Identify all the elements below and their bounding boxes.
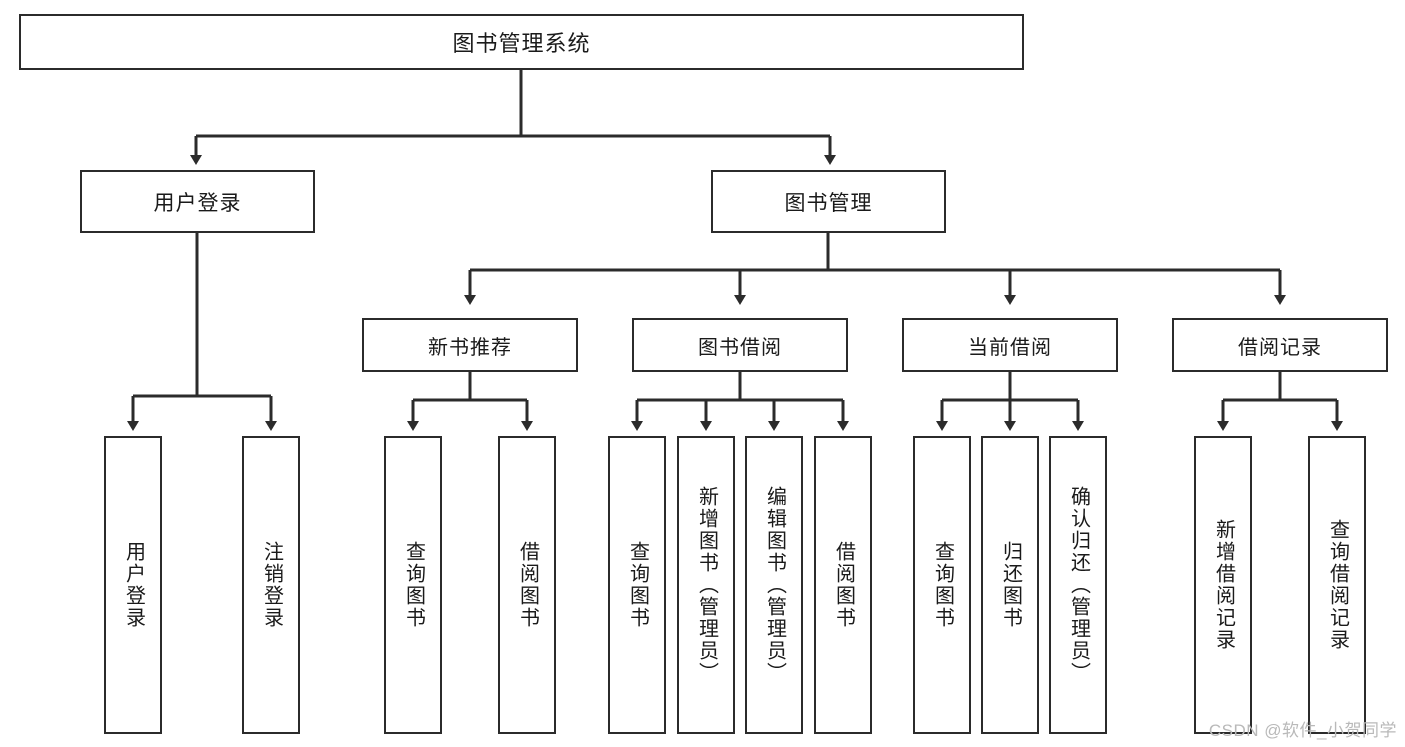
node-leaf-edit-book[interactable]: 编辑图书（管理员） [745, 436, 803, 734]
node-label: 图书管理 [784, 191, 873, 215]
node-label: 图书借阅 [698, 336, 782, 359]
node-label: 确认归还（管理员） [1067, 486, 1090, 684]
node-leaf-confirm-return[interactable]: 确认归还（管理员） [1049, 436, 1107, 734]
node-label: 查询图书 [402, 541, 425, 629]
node-label: 归还图书 [999, 541, 1022, 629]
node-label: 新增借阅记录 [1212, 519, 1235, 651]
node-label: 查询图书 [931, 541, 954, 629]
node-book-management-system[interactable]: 图书管理系统 [19, 14, 1024, 70]
node-label: 编辑图书（管理员） [763, 486, 786, 684]
node-borrow-record[interactable]: 借阅记录 [1172, 318, 1388, 372]
node-leaf-return-book[interactable]: 归还图书 [981, 436, 1039, 734]
node-leaf-logout[interactable]: 注销登录 [242, 436, 300, 734]
node-label: 查询借阅记录 [1326, 519, 1349, 651]
node-book-borrow[interactable]: 图书借阅 [632, 318, 848, 372]
node-leaf-user-login[interactable]: 用户登录 [104, 436, 162, 734]
node-user-login[interactable]: 用户登录 [80, 170, 315, 233]
node-leaf-borrow-book-1[interactable]: 借阅图书 [498, 436, 556, 734]
watermark-text: CSDN @软件_小贺同学 [1208, 721, 1397, 740]
node-label: 查询图书 [626, 541, 649, 629]
node-label: 新增图书（管理员） [695, 486, 718, 684]
node-label: 图书管理系统 [452, 31, 591, 56]
node-leaf-add-book[interactable]: 新增图书（管理员） [677, 436, 735, 734]
node-label: 借阅图书 [832, 541, 855, 629]
node-label: 注销登录 [260, 541, 283, 629]
node-leaf-query-book-2[interactable]: 查询图书 [608, 436, 666, 734]
node-leaf-query-record[interactable]: 查询借阅记录 [1308, 436, 1366, 734]
node-label: 借阅记录 [1238, 336, 1322, 359]
node-leaf-query-book-1[interactable]: 查询图书 [384, 436, 442, 734]
node-label: 新书推荐 [428, 336, 512, 359]
node-leaf-query-book-3[interactable]: 查询图书 [913, 436, 971, 734]
node-new-book-recommend[interactable]: 新书推荐 [362, 318, 578, 372]
node-label: 借阅图书 [516, 541, 539, 629]
node-label: 用户登录 [122, 541, 145, 629]
node-book-management[interactable]: 图书管理 [711, 170, 946, 233]
node-current-borrow[interactable]: 当前借阅 [902, 318, 1118, 372]
node-leaf-borrow-book-2[interactable]: 借阅图书 [814, 436, 872, 734]
node-label: 当前借阅 [968, 336, 1052, 359]
node-leaf-add-record[interactable]: 新增借阅记录 [1194, 436, 1252, 734]
node-label: 用户登录 [153, 191, 242, 215]
